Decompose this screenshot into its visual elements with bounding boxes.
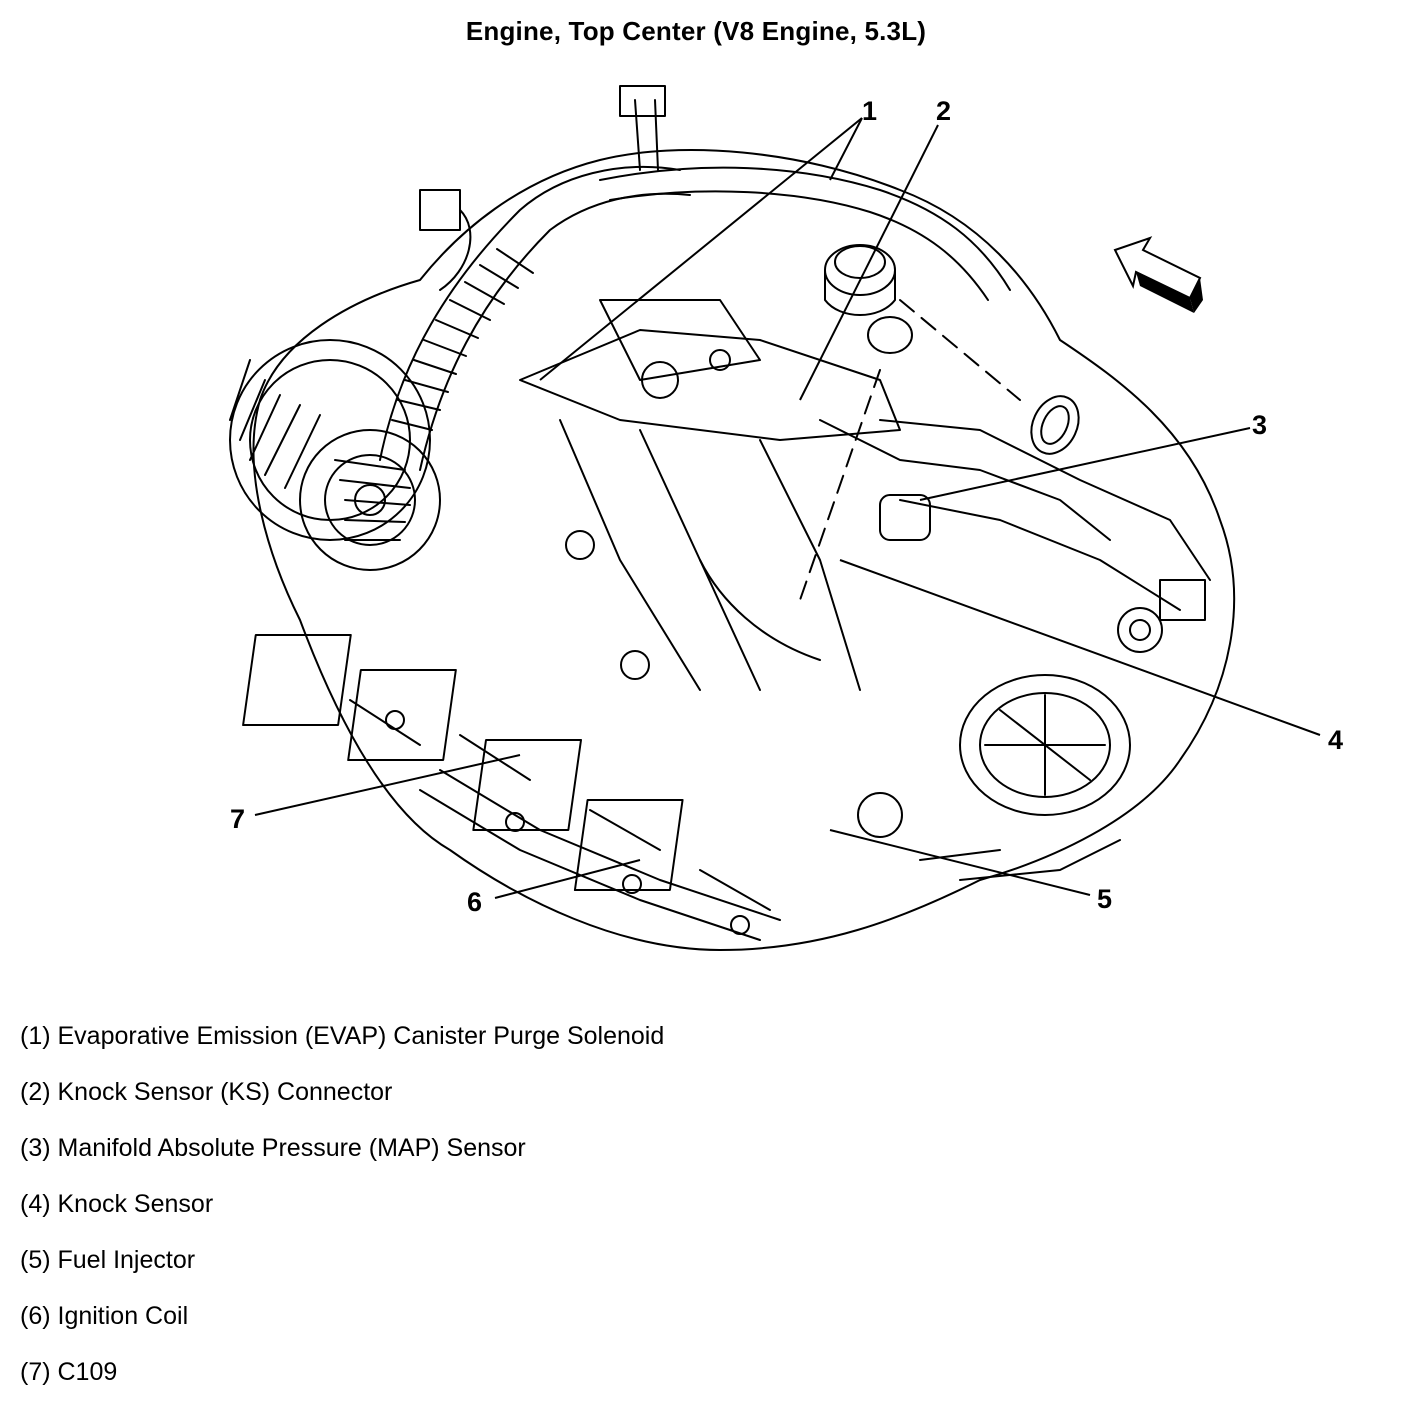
callout-number-4: 4 [1328, 725, 1343, 755]
callout-number-1: 1 [862, 96, 877, 126]
wiring-harness [419, 85, 1011, 301]
callout-number-2: 2 [936, 96, 951, 126]
intake-hose [379, 165, 691, 471]
dipstick-handle [1030, 395, 1080, 455]
intake-manifold [519, 299, 1111, 691]
legend-item: (5) Fuel Injector [20, 1246, 196, 1274]
leader-line-6 [494, 859, 641, 899]
legend-item: (3) Manifold Absolute Pressure (MAP) Sen… [20, 1134, 526, 1162]
callout-number-7: 7 [230, 804, 245, 834]
leader-line-7 [254, 754, 521, 816]
alternator [229, 339, 441, 571]
engine-illustration: 1 2 3 4 5 6 7 [229, 85, 1343, 951]
legend-list: (1) Evaporative Emission (EVAP) Canister… [20, 1020, 664, 1412]
legend-item: (2) Knock Sensor (KS) Connector [20, 1078, 393, 1106]
legend-item: (1) Evaporative Emission (EVAP) Canister… [20, 1022, 665, 1050]
leader-line-3 [919, 427, 1251, 501]
oil-filler-cap [824, 244, 913, 354]
leader-line-1 [539, 117, 863, 381]
diagram-title: Engine, Top Center (V8 Engine, 5.3L) [465, 16, 927, 46]
ignition-coils [242, 634, 781, 941]
engine-outline [252, 149, 1236, 951]
leader-line-2 [799, 124, 939, 401]
callout-number-6: 6 [467, 887, 482, 917]
throttle-body [959, 607, 1163, 816]
leader-line-4 [839, 559, 1321, 736]
right-bank [857, 419, 1211, 881]
callout-number-3: 3 [1252, 410, 1267, 440]
legend-item: (4) Knock Sensor [20, 1190, 214, 1218]
leader-line-5 [829, 829, 1091, 896]
front-direction-arrow-icon [1113, 236, 1203, 313]
leader-line-1b [829, 117, 863, 181]
callout-number-5: 5 [1097, 884, 1112, 914]
reference-lines [799, 299, 1021, 601]
legend-item: (7) C109 [20, 1358, 118, 1386]
legend-item: (6) Ignition Coil [20, 1302, 189, 1330]
